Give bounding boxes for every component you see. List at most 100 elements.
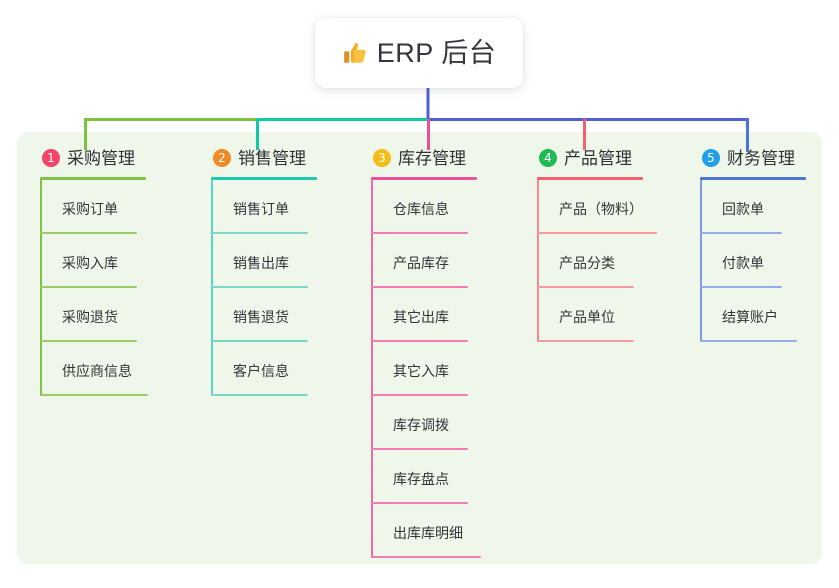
list-item[interactable]: 产品分类 (537, 234, 707, 288)
branch-column-2: 2 销售管理 销售订单 销售出库 销售退货 客户信息 (211, 146, 361, 396)
list-item[interactable]: 采购退货 (40, 288, 190, 342)
item-label: 其它出库 (393, 309, 449, 325)
list-item[interactable]: 库存调拨 (371, 396, 531, 450)
item-rule (371, 448, 468, 450)
item-label: 供应商信息 (62, 363, 132, 379)
item-rule (211, 394, 308, 396)
list-item[interactable]: 销售出库 (211, 234, 361, 288)
item-rule (537, 340, 634, 342)
branch-items-1: 采购订单 采购入库 采购退货 供应商信息 (40, 180, 190, 396)
item-label: 库存盘点 (393, 471, 449, 487)
list-item[interactable]: 销售订单 (211, 180, 361, 234)
item-rule (537, 232, 657, 234)
branch-header-5[interactable]: 5 财务管理 (700, 146, 839, 170)
list-item[interactable]: 出库库明细 (371, 504, 531, 558)
branch-spine-1 (40, 180, 42, 396)
branch-spine-5 (700, 180, 702, 342)
list-item[interactable]: 产品库存 (371, 234, 531, 288)
item-rule (40, 340, 137, 342)
branch-spine-2 (211, 180, 213, 396)
item-label: 出库库明细 (393, 525, 463, 541)
branch-rule-5 (700, 177, 806, 180)
item-rule (700, 340, 797, 342)
item-rule (40, 286, 137, 288)
root-node-content: ERP 后台 (342, 37, 497, 68)
branch-column-5: 5 财务管理 回款单 付款单 结算账户 (700, 146, 839, 342)
item-rule (700, 232, 782, 234)
item-rule (211, 340, 308, 342)
item-label: 仓库信息 (393, 201, 449, 217)
item-label: 产品单位 (559, 309, 615, 325)
list-item[interactable]: 其它入库 (371, 342, 531, 396)
item-label: 回款单 (722, 201, 764, 217)
branch-rule-2 (211, 177, 317, 180)
item-rule (40, 232, 137, 234)
item-label: 付款单 (722, 255, 764, 271)
branch-column-4: 4 产品管理 产品（物料） 产品分类 产品单位 (537, 146, 707, 342)
branch-title-3: 库存管理 (398, 148, 466, 168)
root-node[interactable]: ERP 后台 (315, 18, 523, 88)
branch-column-1: 1 采购管理 采购订单 采购入库 采购退货 供应商信息 (40, 146, 190, 396)
item-rule (40, 394, 148, 396)
item-label: 产品库存 (393, 255, 449, 271)
branch-header-3[interactable]: 3 库存管理 (371, 146, 531, 170)
item-rule (371, 394, 468, 396)
branch-badge-4: 4 (539, 149, 557, 167)
item-label: 销售订单 (233, 201, 289, 217)
list-item[interactable]: 付款单 (700, 234, 839, 288)
branch-rule-3 (371, 177, 477, 180)
branch-title-5: 财务管理 (727, 148, 795, 168)
branch-items-3: 仓库信息 产品库存 其它出库 其它入库 库存调拨 库存盘点 (371, 180, 531, 558)
branch-badge-2: 2 (213, 149, 231, 167)
item-rule (700, 286, 782, 288)
root-title: ERP 后台 (376, 37, 497, 68)
item-label: 销售退货 (233, 309, 289, 325)
list-item[interactable]: 结算账户 (700, 288, 839, 342)
list-item[interactable]: 产品（物料） (537, 180, 707, 234)
branch-items-5: 回款单 付款单 结算账户 (700, 180, 839, 342)
list-item[interactable]: 采购订单 (40, 180, 190, 234)
item-rule (371, 556, 481, 558)
item-label: 采购订单 (62, 201, 118, 217)
item-rule (371, 340, 468, 342)
item-label: 库存调拨 (393, 417, 449, 433)
item-label: 采购退货 (62, 309, 118, 325)
branch-spine-3 (371, 180, 373, 558)
list-item[interactable]: 采购入库 (40, 234, 190, 288)
item-label: 产品分类 (559, 255, 615, 271)
list-item[interactable]: 销售退货 (211, 288, 361, 342)
branch-title-4: 产品管理 (564, 148, 632, 168)
item-label: 产品（物料） (559, 201, 643, 217)
branch-rule-4 (537, 177, 643, 180)
list-item[interactable]: 仓库信息 (371, 180, 531, 234)
list-item[interactable]: 库存盘点 (371, 450, 531, 504)
branch-title-1: 采购管理 (67, 148, 135, 168)
list-item[interactable]: 供应商信息 (40, 342, 190, 396)
item-label: 销售出库 (233, 255, 289, 271)
list-item[interactable]: 其它出库 (371, 288, 531, 342)
item-label: 采购入库 (62, 255, 118, 271)
branch-header-2[interactable]: 2 销售管理 (211, 146, 361, 170)
item-rule (537, 286, 634, 288)
branch-items-4: 产品（物料） 产品分类 产品单位 (537, 180, 707, 342)
branch-badge-5: 5 (702, 149, 720, 167)
item-rule (371, 286, 468, 288)
item-rule (371, 232, 468, 234)
item-label: 客户信息 (233, 363, 289, 379)
list-item[interactable]: 产品单位 (537, 288, 707, 342)
branch-rule-1 (40, 177, 146, 180)
branches-panel (17, 132, 822, 564)
list-item[interactable]: 回款单 (700, 180, 839, 234)
branch-title-2: 销售管理 (238, 148, 306, 168)
branch-badge-1: 1 (42, 149, 60, 167)
list-item[interactable]: 客户信息 (211, 342, 361, 396)
item-label: 其它入库 (393, 363, 449, 379)
thumbs-up-icon (343, 43, 366, 63)
branch-header-4[interactable]: 4 产品管理 (537, 146, 707, 170)
branch-header-1[interactable]: 1 采购管理 (40, 146, 190, 170)
branch-items-2: 销售订单 销售出库 销售退货 客户信息 (211, 180, 361, 396)
item-rule (211, 232, 308, 234)
item-rule (211, 286, 308, 288)
branch-badge-3: 3 (373, 149, 391, 167)
